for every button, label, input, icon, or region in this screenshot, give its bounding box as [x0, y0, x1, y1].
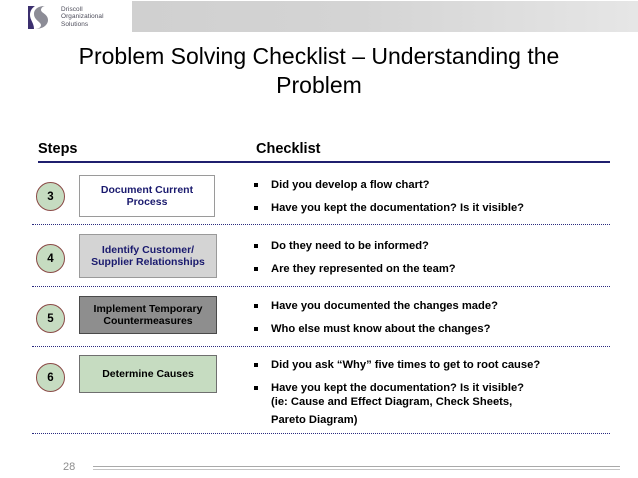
step-number-badge: 4 [36, 244, 65, 273]
logo-line-2: Organizational [61, 13, 104, 21]
checklist-item-text: Have you kept the documentation? Is it v… [271, 381, 525, 394]
page-number: 28 [63, 461, 76, 473]
bullet-icon [254, 326, 258, 331]
bullet-icon [254, 205, 258, 210]
checklist-cell: Have you documented the changes made? Wh… [250, 299, 610, 336]
checklist-item: Have you documented the changes made? [250, 299, 610, 314]
checklist-item: Who else must know about the changes? [250, 322, 610, 337]
row-separator [32, 224, 610, 225]
step-label-box: Implement Temporary Countermeasures [79, 296, 217, 334]
logo-wordmark: Driscoll Organizational Solutions [61, 6, 104, 29]
step-number-badge: 5 [36, 304, 65, 333]
logo-line-1: Driscoll [61, 5, 83, 13]
checklist-item-text: Do they need to be informed? [271, 240, 429, 252]
checklist-item-text: Did you develop a flow chart? [271, 179, 430, 191]
driscoll-logo-mark-icon [25, 4, 55, 31]
column-header-checklist: Checklist [256, 141, 321, 157]
checklist-item: Are they represented on the team? [250, 262, 610, 277]
page-title: Problem Solving Checklist – Understandin… [78, 43, 560, 98]
checklist-item-text: Have you kept the documentation? Is it v… [271, 201, 525, 214]
logo-line-3: Solutions [61, 20, 89, 28]
table-row: 5 Implement Temporary Countermeasures Ha… [32, 294, 610, 344]
step-label-box: Determine Causes [79, 355, 217, 393]
checklist-item: Did you develop a flow chart? [250, 178, 610, 193]
slide-header: Driscoll Organizational Solutions [0, 0, 638, 34]
row-separator [32, 286, 610, 287]
bullet-icon [254, 304, 258, 308]
checklist-item-subtext-2: Pareto Diagram) [271, 414, 358, 426]
row-separator [32, 433, 610, 434]
table-row: 3 Document Current Process Did you devel… [32, 172, 610, 222]
bullet-icon [254, 385, 258, 390]
bullet-icon [254, 266, 258, 271]
checklist-item-text: Who else must know about the changes? [271, 322, 491, 335]
table-row: 4 Identify Customer/ Supplier Relationsh… [32, 232, 610, 284]
checklist-item-text: Did you ask “Why” five times to get to r… [271, 359, 541, 371]
bullet-icon [254, 244, 258, 248]
step-label-box: Document Current Process [79, 175, 215, 217]
checklist-cell: Do they need to be informed? Are they re… [250, 239, 610, 276]
header-gray-band [132, 1, 638, 32]
checklist-item: Do they need to be informed? [250, 239, 610, 254]
step-label-box: Identify Customer/ Supplier Relationship… [79, 234, 217, 278]
company-logo: Driscoll Organizational Solutions [25, 2, 133, 32]
checklist-cell: Did you ask “Why” five times to get to r… [250, 358, 610, 428]
header-divider [38, 161, 610, 163]
bullet-icon [254, 183, 258, 187]
bullet-icon [254, 363, 258, 367]
checklist-item-text: Are they represented on the team? [271, 262, 456, 275]
column-headers: Steps Checklist [38, 141, 610, 160]
step-number-badge: 3 [36, 182, 65, 211]
checklist-item-text: Have you documented the changes made? [271, 300, 498, 312]
step-number-badge: 6 [36, 363, 65, 392]
checklist-item: Have you kept the documentation? Is it v… [250, 201, 610, 216]
checklist-item: Did you ask “Why” five times to get to r… [250, 358, 610, 373]
table-row: 6 Determine Causes Did you ask “Why” fiv… [32, 354, 610, 430]
row-separator [32, 346, 610, 347]
column-header-steps: Steps [38, 141, 78, 157]
footer-divider-top [93, 466, 620, 467]
footer-divider-bottom [93, 469, 620, 470]
checklist-item-subtext-1: (ie: Cause and Effect Diagram, Check She… [271, 396, 513, 408]
checklist-item: Have you kept the documentation? Is it v… [250, 381, 610, 429]
checklist-cell: Did you develop a flow chart? Have you k… [250, 178, 610, 215]
